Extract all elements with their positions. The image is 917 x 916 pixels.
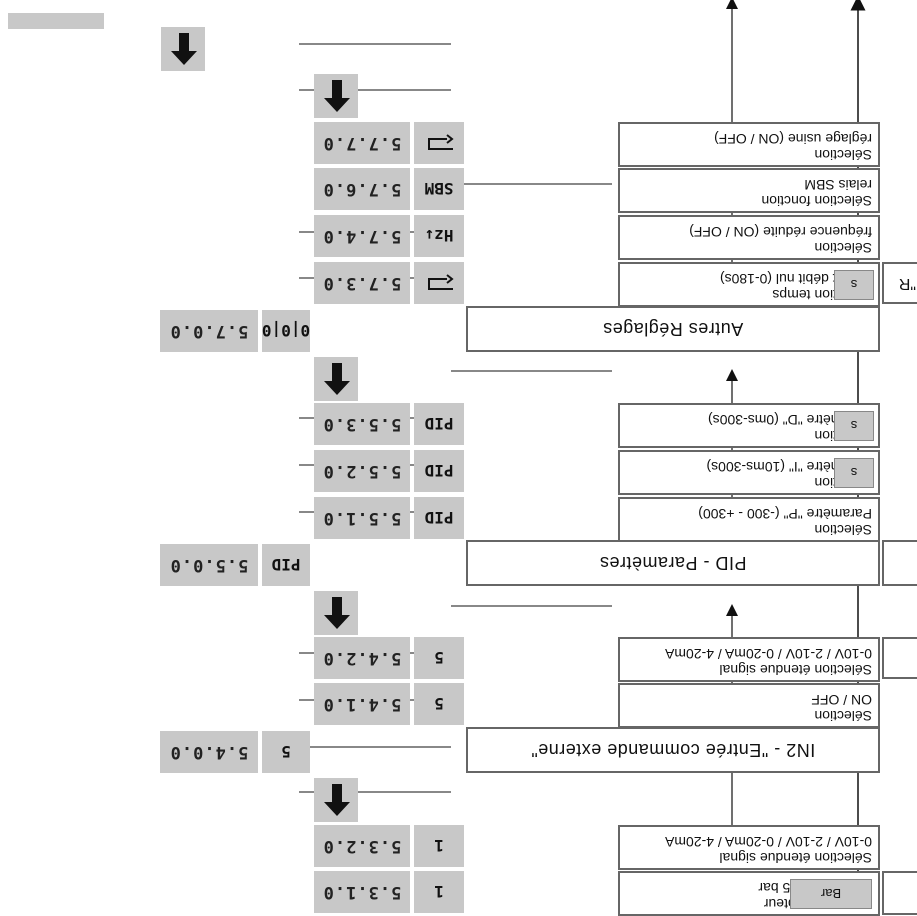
down-arrow-icon — [161, 27, 205, 71]
menu-code: 5.3.2.0 — [314, 825, 410, 867]
menu-code: 5.4.2.0 — [314, 637, 410, 679]
group-icon: 5 — [262, 731, 310, 773]
down-arrow-icon — [314, 74, 358, 118]
desc-line-1: Sélection — [814, 522, 872, 538]
menu-code: 5.4.1.0 — [314, 683, 410, 725]
menu-icon — [414, 122, 464, 164]
menu-code: 5.7.6.0 — [314, 168, 410, 210]
group-code: 5.5.0.0 — [160, 544, 258, 586]
menu-icon — [414, 262, 464, 304]
unit-badge[interactable]: Bar — [790, 879, 872, 909]
group-code: 5.4.0.0 — [160, 731, 258, 773]
unit-badge[interactable]: s — [834, 411, 874, 441]
desc-line-2: Paramètre "P" (-300 - +300) — [698, 506, 872, 522]
desc-line-1: Sélection fonction — [761, 193, 872, 209]
desc-line-2: ON / OFF — [811, 692, 872, 708]
menu-code: 5.7.7.0 — [314, 122, 410, 164]
desc-line-1: Sélection étendue signal — [719, 662, 872, 678]
menu-code: 5.7.4.0 — [314, 215, 410, 257]
desc-line-1: Sélection — [814, 147, 872, 163]
group-title: IN2 - "Entrée commande externe" — [466, 727, 880, 773]
menu-code: 5.3.1.0 — [314, 871, 410, 913]
menu-icon: 5 — [414, 683, 464, 725]
down-arrow-icon — [314, 591, 358, 635]
group-icon: 0|0|0 — [262, 310, 310, 352]
desc-line-2: 0-10V / 2-10V / 0-20mA / 4-20mA — [665, 834, 872, 850]
unit-badge[interactable]: s — [834, 458, 874, 488]
menu-icon: PID — [414, 497, 464, 539]
menu-icon: PID — [414, 450, 464, 492]
group-title: Autres Réglages — [466, 306, 880, 352]
side-box — [882, 871, 917, 915]
desc-line-1: Sélection étendue signal — [719, 850, 872, 866]
unit-badge[interactable]: s — [834, 270, 874, 300]
menu-icon: Hz↓ — [414, 215, 464, 257]
desc-line-2: relais SBM — [804, 177, 872, 193]
menu-code: 5.5.2.0 — [314, 450, 410, 492]
group-icon: PID — [262, 544, 310, 586]
menu-code: 5.5.1.0 — [314, 497, 410, 539]
desc-line-1: Sélection — [814, 708, 872, 724]
down-arrow-icon — [314, 357, 358, 401]
menu-icon: 5 — [414, 637, 464, 679]
side-box — [882, 637, 917, 679]
side-label: "R — [882, 262, 917, 304]
desc-line-2: réglage usine (ON / OFF) — [714, 131, 872, 147]
group-title: PID - Paramètres — [466, 540, 880, 586]
desc-line-2: 0-10V / 2-10V / 0-20mA / 4-20mA — [665, 646, 872, 662]
menu-icon: 1 — [414, 871, 464, 913]
menu-icon: SBM — [414, 168, 464, 210]
menu-icon: PID — [414, 403, 464, 445]
down-arrow-icon — [314, 778, 358, 822]
desc-line-1: Sélection — [814, 240, 872, 256]
desc-line-2: fréquence réduite (ON / OFF) — [689, 224, 872, 240]
side-box — [882, 540, 917, 586]
menu-code: 5.7.3.0 — [314, 262, 410, 304]
menu-icon: 1 — [414, 825, 464, 867]
top-bar — [8, 13, 104, 29]
menu-code: 5.5.3.0 — [314, 403, 410, 445]
group-code: 5.7.0.0 — [160, 310, 258, 352]
